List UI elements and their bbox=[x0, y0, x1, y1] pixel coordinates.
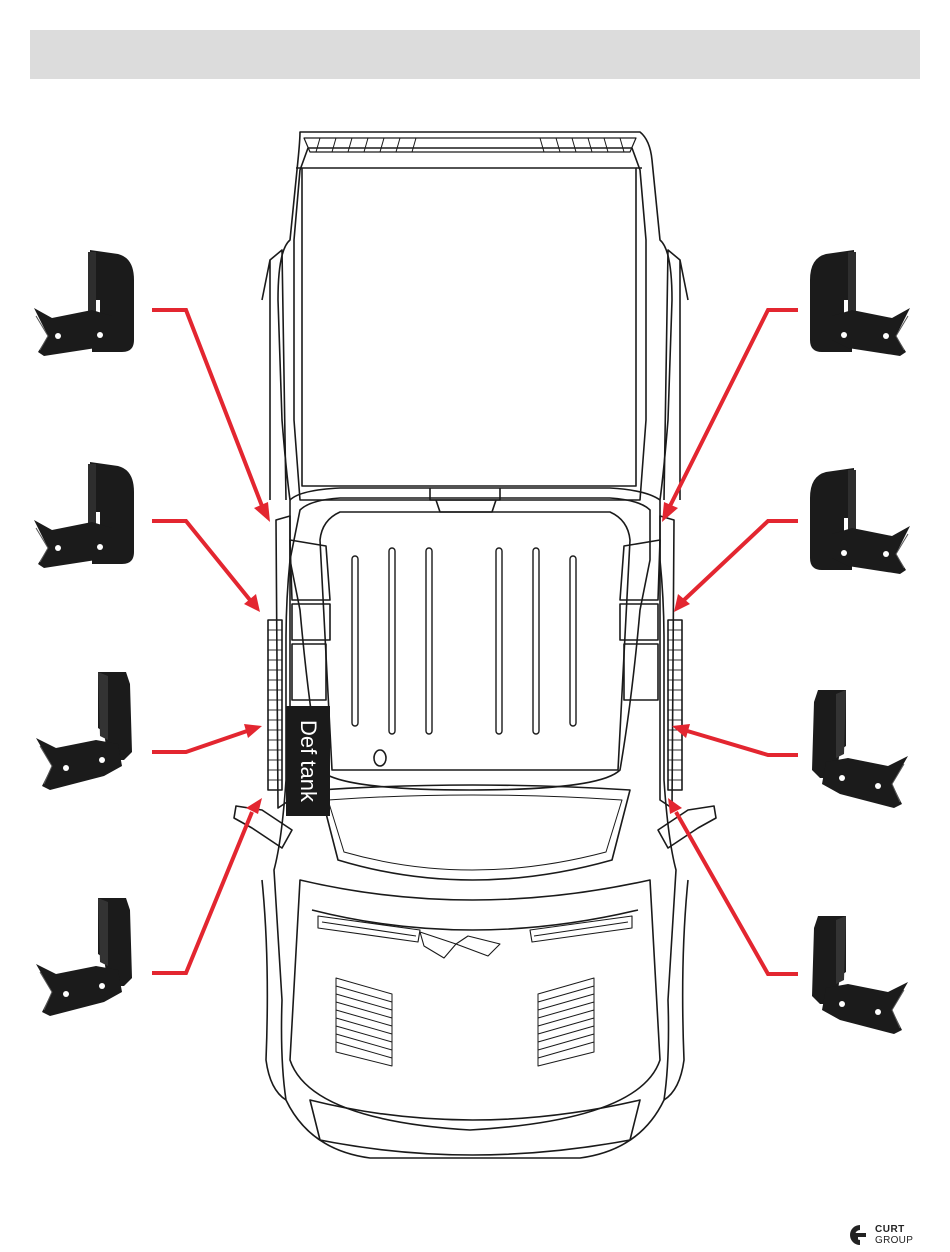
bracket-left-1 bbox=[34, 250, 134, 356]
arrowhead-left-1 bbox=[254, 502, 270, 522]
arrow-right-2 bbox=[684, 521, 798, 600]
arrowhead-right-3 bbox=[672, 724, 690, 738]
logo-line2: GROUP bbox=[875, 1235, 913, 1246]
bracket-left-2 bbox=[34, 462, 134, 568]
arrow-right-1 bbox=[670, 310, 798, 506]
arrow-left-4 bbox=[152, 812, 252, 973]
bracket-right-2 bbox=[810, 468, 910, 574]
arrow-left-1 bbox=[152, 310, 262, 506]
bracket-right-3 bbox=[812, 690, 908, 808]
bracket-left-4 bbox=[36, 898, 132, 1016]
arrowhead-right-4 bbox=[668, 798, 682, 814]
arrowhead-left-3 bbox=[244, 724, 262, 738]
bracket-left-3 bbox=[36, 672, 132, 790]
logo-line1: CURT bbox=[875, 1224, 913, 1235]
arrow-right-3 bbox=[684, 730, 798, 755]
bracket-right-4 bbox=[812, 916, 908, 1034]
truck-outline bbox=[234, 132, 716, 1158]
arrow-right-4 bbox=[676, 812, 798, 974]
arrow-left-2 bbox=[152, 521, 250, 600]
arrowhead-left-4 bbox=[246, 798, 262, 814]
logo-wordmark: CURT GROUP bbox=[875, 1224, 913, 1246]
arrow-left-3 bbox=[152, 730, 250, 752]
def-tank-text: Def tank bbox=[295, 720, 321, 802]
bracket-right-1 bbox=[810, 250, 910, 356]
